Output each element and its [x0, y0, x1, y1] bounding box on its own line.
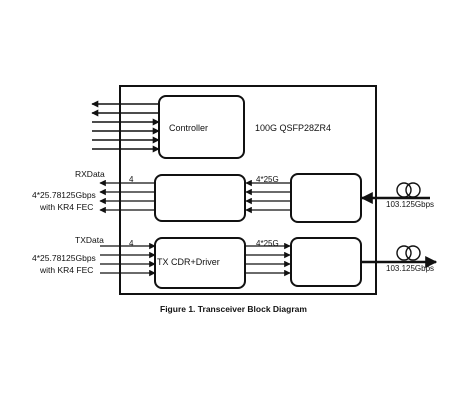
- rx-data-label: RXData: [75, 169, 105, 179]
- tx-cdr-label: TX CDR+Driver: [157, 257, 220, 267]
- tx-data-label: TXData: [75, 235, 104, 245]
- tx-electrical-lanes: [100, 242, 156, 277]
- rx-optical-lanes: 4*25G: [256, 175, 279, 184]
- tx-lane-count: 4: [129, 239, 134, 248]
- rx-electrical-lanes: [99, 179, 155, 214]
- rx-fiber-icon: [396, 182, 421, 198]
- tx-internal-lanes: [245, 242, 291, 277]
- tx-line-rate: 103.125Gbps: [386, 264, 435, 273]
- rx-rate-line2: with KR4 FEC: [40, 202, 94, 212]
- rx-internal-lanes: [245, 179, 291, 214]
- rx-lane-count: 4: [129, 175, 134, 184]
- rx-line-rate: 103.125Gbps: [386, 200, 435, 209]
- figure-caption: Figure 1. Transceiver Block Diagram: [160, 304, 307, 314]
- transmitter-optics-block: [290, 237, 362, 287]
- module-outline: [119, 85, 377, 295]
- receiver-optics-block: [290, 173, 362, 223]
- controller-label: Controller: [169, 123, 209, 133]
- tx-rate-line2: with KR4 FEC: [40, 265, 94, 275]
- rx-rate-line1: 4*25.78125Gbps: [32, 190, 96, 200]
- controller-block: [158, 95, 245, 159]
- module-name: 100G QSFP28ZR4: [255, 123, 332, 133]
- controller-bus: [91, 100, 160, 153]
- tx-fiber-icon: [396, 245, 421, 261]
- rx-cdr-block: [154, 174, 246, 222]
- tx-rate-line1: 4*25.78125Gbps: [32, 253, 96, 263]
- tx-optical-lanes: 4*25G: [256, 239, 279, 248]
